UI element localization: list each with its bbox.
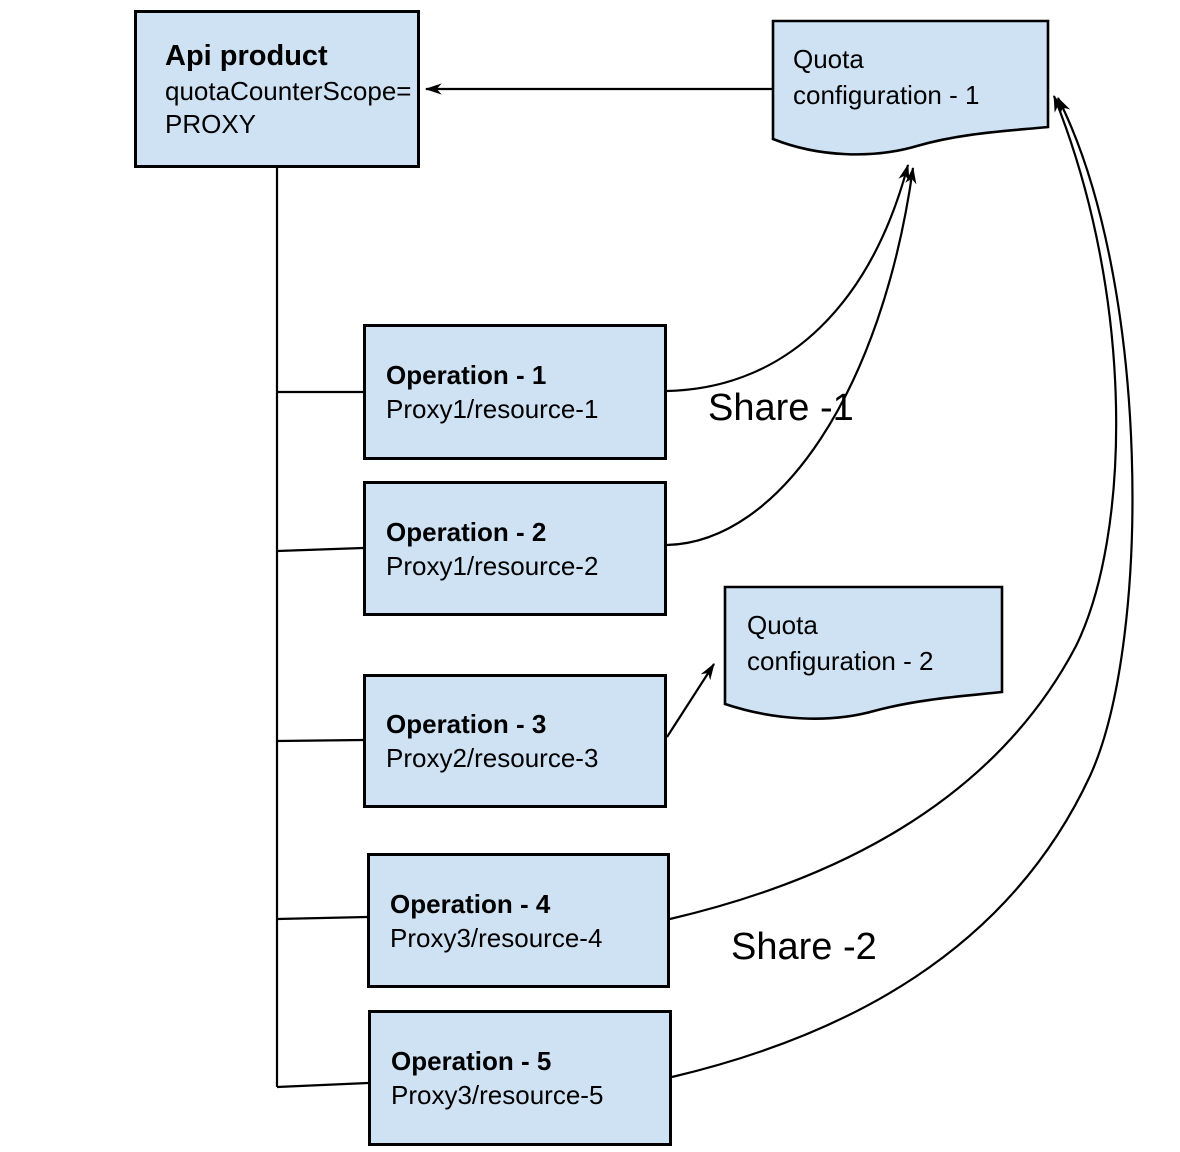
- operation-4-path: Proxy3/resource-4: [390, 922, 603, 953]
- operation-1-title: Operation - 1: [386, 360, 547, 390]
- operation-5-node: Operation - 5 Proxy3/resource-5: [368, 1010, 672, 1146]
- api-product-title: Api product: [165, 40, 328, 72]
- edge-operation5-to-quotaconfig1: [671, 96, 1134, 1079]
- branch-operation-2-line: [276, 546, 364, 553]
- quota-config-1-shape: [771, 19, 1050, 156]
- edge-operation1-to-quotaconfig1: [666, 163, 910, 393]
- quota-config-2-line1: Quota: [747, 610, 818, 640]
- operation-4-title: Operation - 4: [390, 888, 551, 919]
- api-product-attribute-line1: quotaCounterScope=: [165, 76, 412, 106]
- operation-1-path: Proxy1/resource-1: [386, 394, 599, 424]
- branch-operation-4-line: [276, 915, 368, 921]
- quota-config-2-label: Quota configuration - 2: [747, 607, 933, 679]
- share-1-edge-label: Share -1: [708, 387, 854, 429]
- quota-config-1-line1: Quota: [793, 44, 864, 74]
- quota-config-1-line2: configuration - 1: [793, 80, 980, 110]
- operation-5-path: Proxy3/resource-5: [391, 1080, 604, 1110]
- api-product-node: Api product quotaCounterScope= PROXY: [134, 10, 420, 168]
- operation-5-title: Operation - 5: [391, 1046, 552, 1076]
- operation-3-path: Proxy2/resource-3: [386, 743, 599, 773]
- api-product-attribute-line2: PROXY: [165, 109, 257, 139]
- operation-2-title: Operation - 2: [386, 516, 547, 547]
- operation-3-title: Operation - 3: [386, 709, 547, 739]
- branch-operation-3-line: [276, 738, 364, 743]
- operation-2-node: Operation - 2 Proxy1/resource-2: [363, 481, 667, 616]
- operation-2-path: Proxy1/resource-2: [386, 550, 599, 581]
- quota-config-1-label: Quota configuration - 1: [793, 41, 979, 113]
- quota-config-2-shape: [723, 585, 1004, 720]
- operation-1-node: Operation - 1 Proxy1/resource-1: [363, 324, 667, 460]
- operation-3-node: Operation - 3 Proxy2/resource-3: [363, 674, 667, 808]
- operation-4-node: Operation - 4 Proxy3/resource-4: [367, 853, 670, 988]
- edge-operation4-to-quotaconfig1: [669, 94, 1118, 921]
- branch-operation-5-line: [276, 1081, 369, 1089]
- share-2-edge-label: Share -2: [731, 926, 877, 968]
- edge-operation2-to-quotaconfig1: [666, 166, 917, 547]
- quota-config-2-line2: configuration - 2: [747, 646, 934, 676]
- edge-operation3-to-quotaconfig2: [666, 663, 715, 738]
